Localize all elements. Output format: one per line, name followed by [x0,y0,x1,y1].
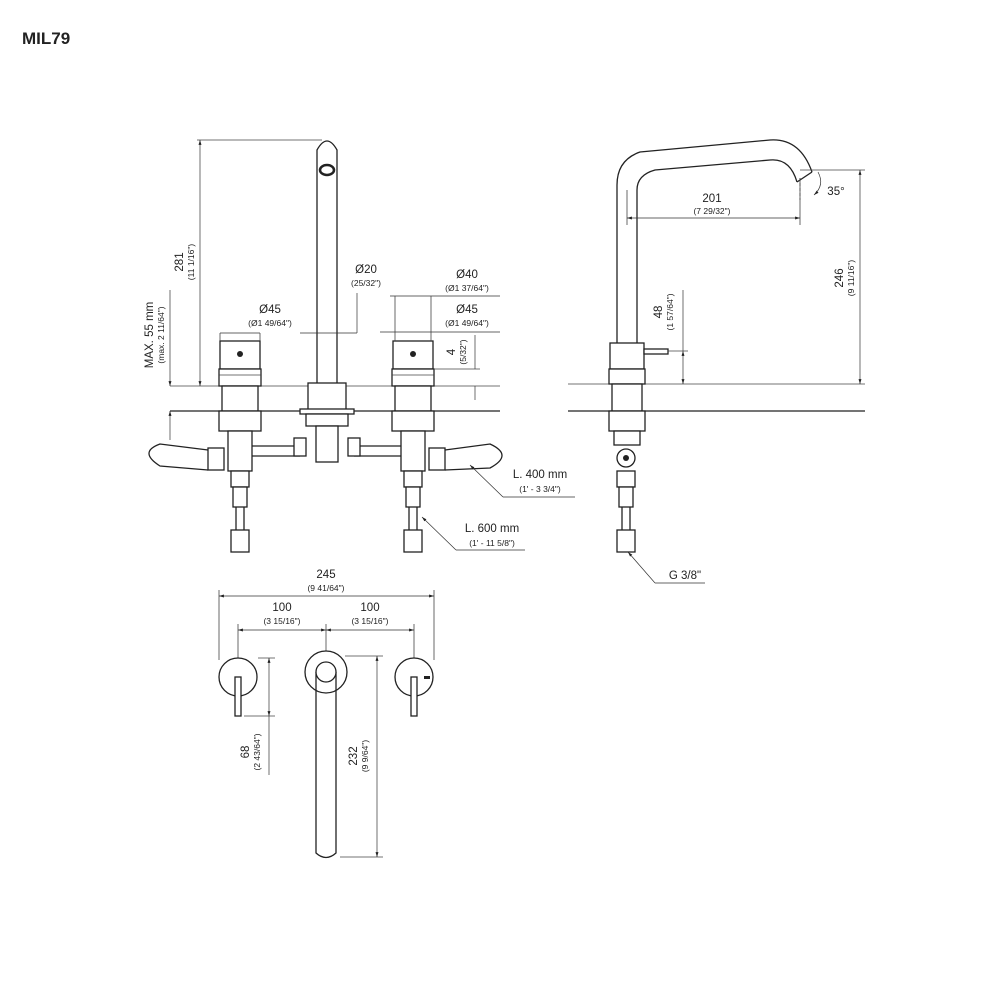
dim-232-sub: (9 9/64") [360,740,370,772]
front-spout [299,140,355,463]
dim-d45-left-value: Ø45 [259,304,281,316]
side-view: 201 (7 29/32") 35° 246 (9 11/16") 48 (1 … [568,139,865,584]
dim-4-sub: (5/32") [458,339,468,364]
dim-d40-sub: (Ø1 37/64") [445,283,489,293]
right-handle [391,340,435,432]
dim-d40-value: Ø40 [456,269,478,281]
hose-600-sub: (1' - 11 5/8") [469,538,515,548]
dim-68-sub: (2 43/64") [252,733,262,770]
dim-201-sub: (7 29/32") [693,206,730,216]
dim-100-left-sub: (3 15/16") [263,616,300,626]
hose-400-value: L. 400 mm [513,469,567,481]
top-view: 245 (9 41/64") 100 (3 15/16") 100 (3 15/… [218,569,435,859]
dim-4-value: 4 [446,348,458,355]
dim-d45-right-sub: (Ø1 49/64") [445,318,489,328]
dim-d20-sub: (25/32") [351,278,381,288]
dim-245-sub: (9 41/64") [307,583,344,593]
dim-201-value: 201 [702,193,721,205]
dim-100-right-value: 100 [360,602,379,614]
dim-d45-left-sub: (Ø1 49/64") [248,318,292,328]
side-spout-inner [636,159,798,343]
dim-232-value: 232 [348,746,360,765]
side-spout-outer [616,139,813,343]
dim-281-sub: (11 1/16") [186,244,196,281]
under-counter-plumbing [148,430,503,553]
hose-600-value: L. 600 mm [465,523,519,535]
side-body [609,342,645,370]
dim-100-right-sub: (3 15/16") [351,616,388,626]
side-lever [643,348,669,355]
angle-35-value: 35° [827,186,844,198]
dim-48-value: 48 [653,306,665,319]
top-spout [315,672,337,859]
dim-245-value: 245 [316,569,335,581]
front-view: 281 (11 1/16") MAX. 55 mm (max. 2 11/64"… [144,139,575,553]
dim-48-sub: (1 57/64") [665,293,675,330]
dim-d45-right-value: Ø45 [456,304,478,316]
dim-max55-sub: (max. 2 11/64") [156,306,166,363]
dim-281-value: 281 [174,252,186,271]
dim-68-value: 68 [240,746,252,759]
dim-246-value: 246 [834,268,846,287]
model-title: MIL79 [22,29,70,48]
thread-g38-value: G 3/8" [669,570,701,582]
left-handle [218,340,262,432]
hose-400-sub: (1' - 3 3/4") [519,484,561,494]
dim-d20-value: Ø20 [355,264,377,276]
dim-max55-value: MAX. 55 mm [144,302,156,368]
dim-246-sub: (9 11/16") [846,260,856,297]
dim-100-left-value: 100 [272,602,291,614]
